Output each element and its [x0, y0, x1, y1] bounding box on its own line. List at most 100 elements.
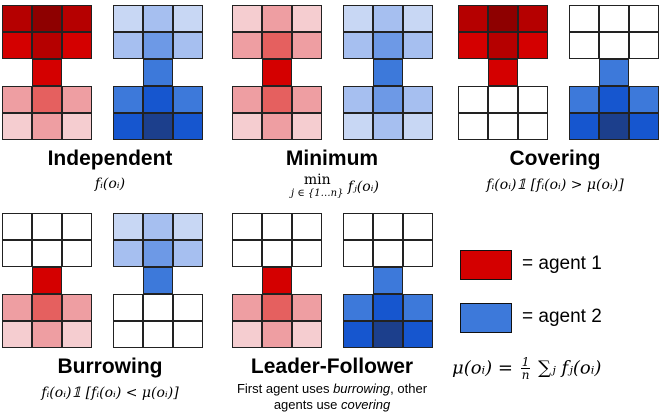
- red-grid-cell: [262, 267, 292, 294]
- red-grid-cell: [262, 86, 292, 113]
- red-grid-cell: [232, 32, 262, 59]
- red-grid-cell: [292, 32, 322, 59]
- mu-denominator: n: [521, 368, 530, 382]
- blue-grid-cell: [113, 5, 143, 32]
- red-grid-cell: [262, 321, 292, 348]
- blue-grid-cell: [599, 113, 629, 140]
- blue-grid-cell: [173, 32, 203, 59]
- note-leader-follower: First agent uses burrowing, other agents…: [212, 381, 452, 413]
- red-grid-cell: [32, 240, 62, 267]
- legend-swatch-agent-2: [460, 303, 512, 333]
- red-grid-cell: [62, 240, 92, 267]
- blue-grid-cell: [173, 213, 203, 240]
- blue-grid-cell: [113, 113, 143, 140]
- mu-fraction: 1 n: [520, 356, 531, 382]
- formula-independent: fᵢ(oᵢ): [94, 176, 126, 192]
- red-grid-cell: [262, 294, 292, 321]
- title-burrowing: Burrowing: [57, 355, 163, 378]
- red-grid-cell: [262, 213, 292, 240]
- red-grid-cell: [32, 86, 62, 113]
- blue-grid-cell: [113, 240, 143, 267]
- red-grid-cell: [2, 5, 32, 32]
- blue-grid-cell: [629, 113, 659, 140]
- blue-grid-cell: [599, 86, 629, 113]
- red-grid-cell: [232, 321, 262, 348]
- blue-grid-cell: [143, 213, 173, 240]
- blue-grid-cell: [373, 294, 403, 321]
- blue-grid-cell: [173, 240, 203, 267]
- red-grid-cell: [2, 321, 32, 348]
- mu-lhs: μ(oᵢ) =: [452, 357, 514, 379]
- blue-grid-cell: [403, 113, 433, 140]
- blue-grid-cell: [143, 32, 173, 59]
- red-grid-cell: [232, 113, 262, 140]
- blue-grid-cell: [143, 267, 173, 294]
- red-grid-cell: [2, 32, 32, 59]
- note-text-3: agents use: [273, 397, 342, 412]
- blue-grid-cell: [599, 32, 629, 59]
- red-grid-cell: [488, 113, 518, 140]
- blue-grid-cell: [599, 59, 629, 86]
- blue-grid-cell: [373, 59, 403, 86]
- blue-grid-cell: [403, 321, 433, 348]
- blue-grid-cell: [343, 321, 373, 348]
- note-text-2: , other: [390, 381, 428, 396]
- red-grid-cell: [2, 213, 32, 240]
- red-grid-cell: [32, 32, 62, 59]
- red-grid-cell: [62, 113, 92, 140]
- red-grid-cell: [262, 5, 292, 32]
- red-grid-cell: [32, 267, 62, 294]
- red-grid-cell: [2, 240, 32, 267]
- red-grid-cell: [232, 240, 262, 267]
- red-grid-cell: [292, 240, 322, 267]
- red-grid-cell: [292, 294, 322, 321]
- blue-grid-cell: [173, 113, 203, 140]
- blue-grid-cell: [403, 32, 433, 59]
- blue-grid-cell: [403, 5, 433, 32]
- red-grid-cell: [62, 321, 92, 348]
- red-grid-cell: [262, 240, 292, 267]
- blue-grid-cell: [403, 213, 433, 240]
- blue-grid-cell: [343, 213, 373, 240]
- red-grid-cell: [292, 213, 322, 240]
- red-grid-cell: [62, 86, 92, 113]
- blue-grid-cell: [569, 86, 599, 113]
- red-grid-cell: [2, 294, 32, 321]
- red-grid-cell: [488, 86, 518, 113]
- blue-grid-cell: [173, 5, 203, 32]
- blue-grid-cell: [173, 86, 203, 113]
- blue-grid-cell: [569, 5, 599, 32]
- red-grid-cell: [32, 213, 62, 240]
- blue-grid-cell: [173, 321, 203, 348]
- red-grid-cell: [32, 294, 62, 321]
- red-grid-cell: [32, 113, 62, 140]
- blue-grid-cell: [343, 113, 373, 140]
- title-leader-follower: Leader-Follower: [250, 355, 414, 378]
- legend-label-agent-2: = agent 2: [522, 306, 602, 327]
- blue-grid-cell: [143, 86, 173, 113]
- blue-grid-cell: [343, 5, 373, 32]
- blue-grid-cell: [599, 5, 629, 32]
- red-grid-cell: [518, 86, 548, 113]
- red-grid-cell: [458, 32, 488, 59]
- title-independent: Independent: [47, 147, 173, 170]
- red-grid-cell: [262, 59, 292, 86]
- blue-grid-cell: [373, 5, 403, 32]
- title-minimum: Minimum: [285, 147, 379, 170]
- note-text-covering: covering: [341, 397, 391, 412]
- red-grid-cell: [488, 32, 518, 59]
- blue-grid-cell: [373, 32, 403, 59]
- blue-grid-cell: [403, 240, 433, 267]
- red-grid-cell: [292, 86, 322, 113]
- blue-grid-cell: [629, 5, 659, 32]
- red-grid-cell: [32, 59, 62, 86]
- note-text-1: First agent uses: [236, 381, 334, 396]
- blue-grid-cell: [373, 86, 403, 113]
- blue-grid-cell: [113, 32, 143, 59]
- formula-min-subscript: j ∈ {1…n}: [291, 188, 344, 199]
- formula-min-operator: min: [303, 172, 331, 188]
- blue-grid-cell: [343, 294, 373, 321]
- title-covering: Covering: [509, 147, 601, 170]
- legend-swatch-agent-1: [460, 250, 512, 280]
- red-grid-cell: [232, 5, 262, 32]
